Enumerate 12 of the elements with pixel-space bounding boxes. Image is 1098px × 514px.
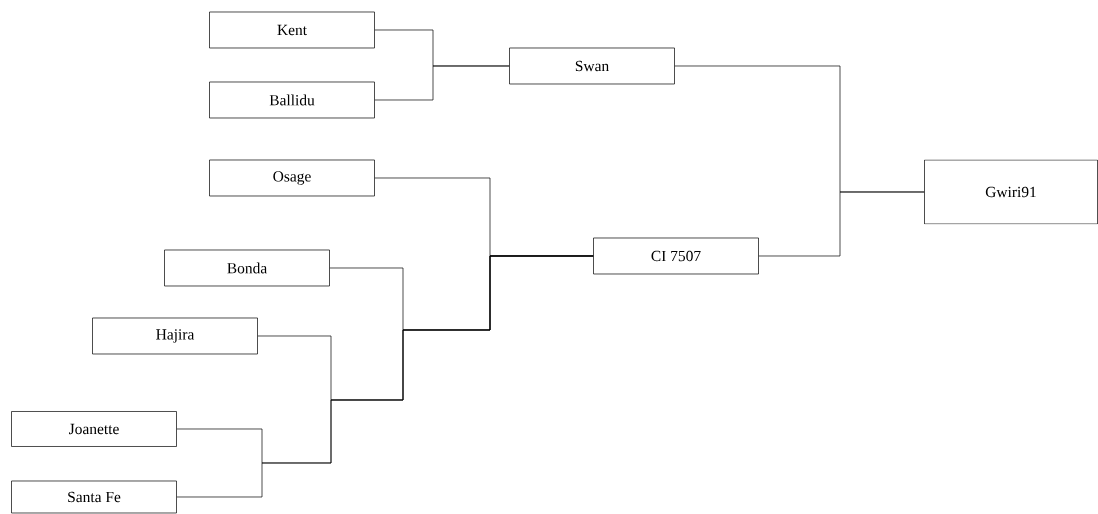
name-box: Santa Fe	[11, 480, 177, 514]
name-box: Bonda	[164, 249, 330, 287]
name-box: Hajira	[92, 317, 258, 355]
name-box: CI 7507	[593, 237, 759, 275]
name-box: Kent	[209, 11, 375, 49]
connector-line	[758, 191, 925, 257]
connector-line	[374, 65, 510, 101]
name-box: Ballidu	[209, 81, 375, 119]
name-box: Swan	[509, 47, 675, 85]
name-box: Joanette	[11, 411, 177, 447]
name-box: Gwiri91	[924, 159, 1098, 225]
name-box: Osage	[209, 159, 375, 197]
